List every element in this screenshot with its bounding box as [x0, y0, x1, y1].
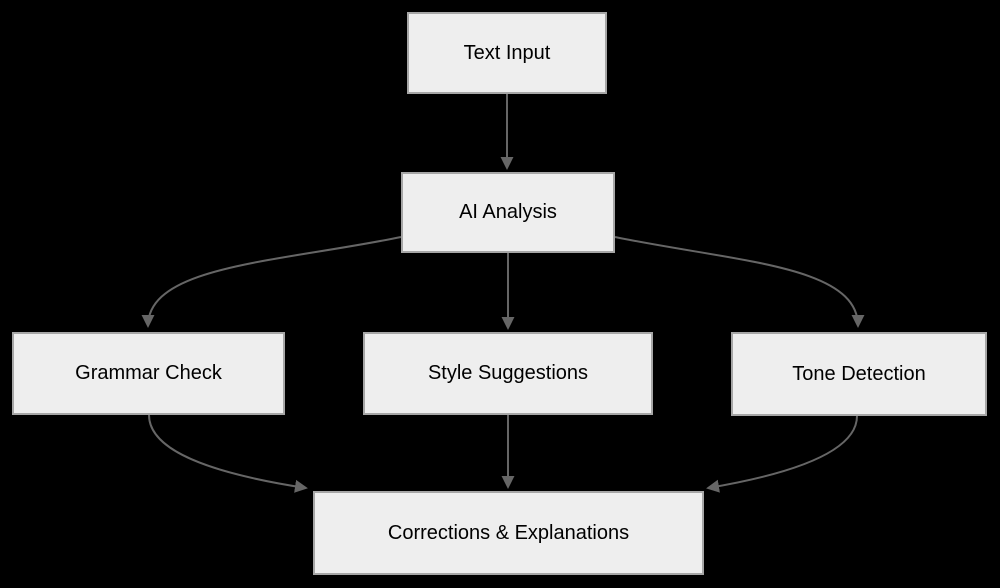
edge-ai-analysis-to-tone-detection	[614, 236, 865, 328]
node-ai-analysis: AI Analysis	[401, 172, 615, 253]
node-text-input-label: Text Input	[463, 41, 551, 64]
node-tone-detection-label: Tone Detection	[792, 362, 926, 385]
node-corrections: Corrections & Explanations	[313, 491, 704, 575]
node-grammar-check-label: Grammar Check	[75, 362, 222, 384]
node-text-input: Text Input	[407, 12, 607, 94]
node-grammar-check: Grammar Check	[12, 332, 285, 415]
node-tone-detection: Tone Detection	[731, 332, 987, 416]
node-style-suggestions-label: Style Suggestions	[427, 362, 589, 384]
edge-ai-analysis-to-grammar-check	[141, 236, 402, 328]
node-ai-analysis-label: AI Analysis	[459, 201, 557, 223]
edge-grammar-check-to-corrections	[148, 414, 308, 493]
edge-tone-detection-to-corrections	[706, 415, 858, 493]
node-corrections-label: Corrections & Explanations	[387, 521, 630, 544]
node-style-suggestions: Style Suggestions	[363, 332, 653, 415]
